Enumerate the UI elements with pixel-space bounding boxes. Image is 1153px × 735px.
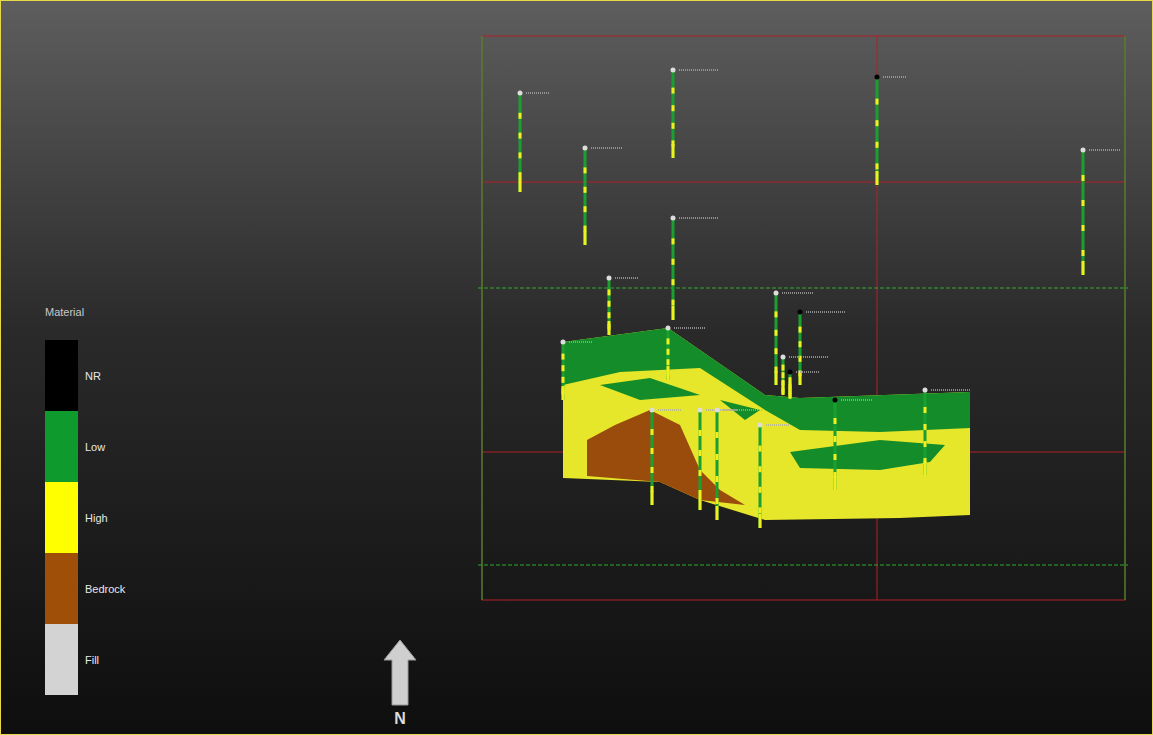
cross-section bbox=[563, 328, 970, 520]
legend-swatch bbox=[45, 411, 78, 482]
bounding-box bbox=[478, 36, 1128, 600]
legend-label: Low bbox=[85, 441, 105, 453]
legend-title: Material bbox=[45, 306, 84, 318]
north-arrow bbox=[384, 640, 416, 705]
legend-label: Bedrock bbox=[85, 583, 125, 595]
legend-swatch bbox=[45, 624, 78, 695]
legend-swatch bbox=[45, 482, 78, 553]
legend-label: Fill bbox=[85, 654, 99, 666]
legend-swatch bbox=[45, 553, 78, 624]
legend-label: NR bbox=[85, 370, 101, 382]
legend-swatch bbox=[45, 340, 78, 411]
legend-label: High bbox=[85, 512, 108, 524]
boreholes bbox=[518, 68, 1122, 529]
north-label: N bbox=[394, 710, 406, 728]
